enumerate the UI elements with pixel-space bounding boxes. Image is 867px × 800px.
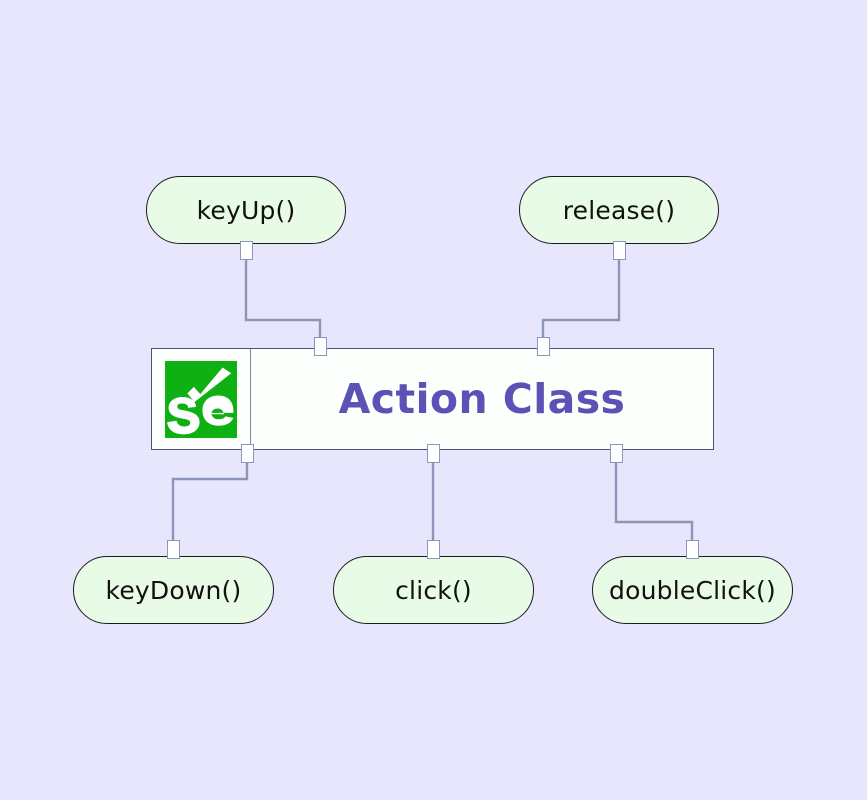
node-keydown-label: keyDown() [105,575,242,605]
connector-doubleclick [614,448,694,556]
node-doubleclick[interactable]: doubleClick() [592,556,793,624]
port-click-source [427,444,440,463]
connector-keydown [171,448,249,556]
port-release-source [613,241,626,260]
port-click-target [427,540,440,559]
node-release[interactable]: release() [519,176,719,244]
node-click[interactable]: click() [333,556,534,624]
action-class-box[interactable]: Action Class [151,348,714,450]
port-keydown-target [167,540,180,559]
port-release-target [537,337,550,356]
node-doubleclick-label: doubleClick() [609,575,776,605]
port-doubleclick-target [686,540,699,559]
action-class-title-cell: Action Class [251,349,713,449]
node-keydown[interactable]: keyDown() [73,556,274,624]
port-keyup-target [314,337,327,356]
node-keyup[interactable]: keyUp() [146,176,346,244]
node-click-label: click() [395,575,472,605]
node-release-label: release() [562,195,676,225]
selenium-logo [165,360,237,438]
node-keyup-label: keyUp() [196,195,296,225]
selenium-logo-cell [152,349,251,449]
page-title: Action Class [338,375,626,423]
connector-keyup [244,246,322,352]
port-keyup-source [240,241,253,260]
connector-release [541,246,621,352]
port-keydown-source [241,444,254,463]
port-doubleclick-source [610,444,623,463]
